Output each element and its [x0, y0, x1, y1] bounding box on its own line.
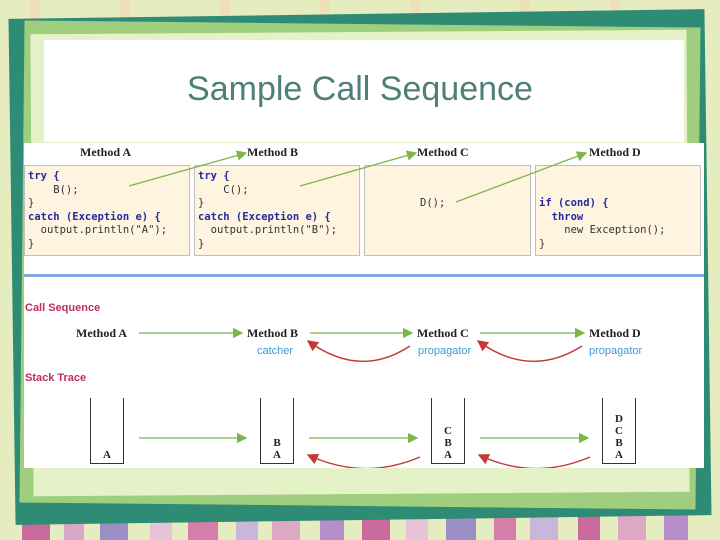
arrows-overlay — [128, 150, 591, 468]
call-sequence-heading: Call Sequence — [25, 302, 101, 314]
role-propagator-c-label: propagator — [418, 345, 472, 357]
method-b-code-box: try { C(); } catch (Exception e) { outpu… — [194, 165, 360, 256]
stack-trace-heading: Stack Trace — [25, 372, 87, 384]
call-arrow-a-to-b — [128, 150, 248, 187]
stack-3-item-c: C — [444, 425, 452, 437]
method-d-heading: Method D — [589, 145, 641, 159]
stack-1-item-a: A — [103, 449, 111, 461]
method-d-code-box: if (cond) { throw new Exception(); } — [535, 165, 701, 256]
seq-return-c-to-b — [306, 340, 411, 363]
stack-frame-3: C B A — [431, 398, 465, 464]
stack-frame-2: B A — [260, 398, 294, 464]
stack-4-item-a: A — [615, 449, 623, 461]
call-seq-node-c: Method C — [417, 326, 469, 340]
stack-3-item-b: B — [444, 437, 452, 449]
section-divider — [24, 274, 704, 277]
title-area — [44, 40, 684, 142]
stack-return-4-to-3 — [477, 454, 591, 468]
role-catcher-label: catcher — [257, 345, 294, 357]
stack-3-item-a: A — [444, 449, 452, 461]
method-a-code-box: try { B(); } catch (Exception e) { outpu… — [24, 165, 190, 256]
seq-return-d-to-c — [476, 340, 583, 363]
call-arrow-b-to-c — [299, 150, 418, 187]
method-c-code: D(); — [420, 197, 446, 209]
stack-frame-4: D C B A — [602, 398, 636, 464]
stack-4-item-c: C — [615, 425, 623, 437]
method-b-code: try { C(); } catch (Exception e) { outpu… — [198, 170, 338, 250]
stack-4-item-b: B — [615, 437, 623, 449]
method-c-code-box: D(); — [364, 165, 531, 256]
stack-4-item-d: D — [615, 413, 623, 425]
stack-return-3-to-2 — [306, 454, 421, 468]
stack-frame-1: A — [90, 398, 124, 464]
method-a-heading: Method A — [80, 145, 131, 159]
call-seq-node-a: Method A — [76, 326, 127, 340]
stack-2-item-a: A — [273, 449, 281, 461]
diagram-panel: Method A Method B Method C Method D try … — [24, 143, 704, 468]
method-b-heading: Method B — [247, 145, 298, 159]
slide-title: Sample Call Sequence — [187, 70, 533, 108]
call-seq-node-b: Method B — [247, 326, 298, 340]
stack-2-item-b: B — [273, 437, 281, 449]
method-c-heading: Method C — [417, 145, 469, 159]
method-d-code: if (cond) { throw new Exception(); } — [539, 197, 666, 250]
call-seq-node-d: Method D — [589, 326, 641, 340]
role-propagator-d-label: propagator — [589, 345, 643, 357]
call-arrow-c-to-d — [455, 151, 588, 203]
method-a-code: try { B(); } catch (Exception e) { outpu… — [28, 170, 168, 250]
